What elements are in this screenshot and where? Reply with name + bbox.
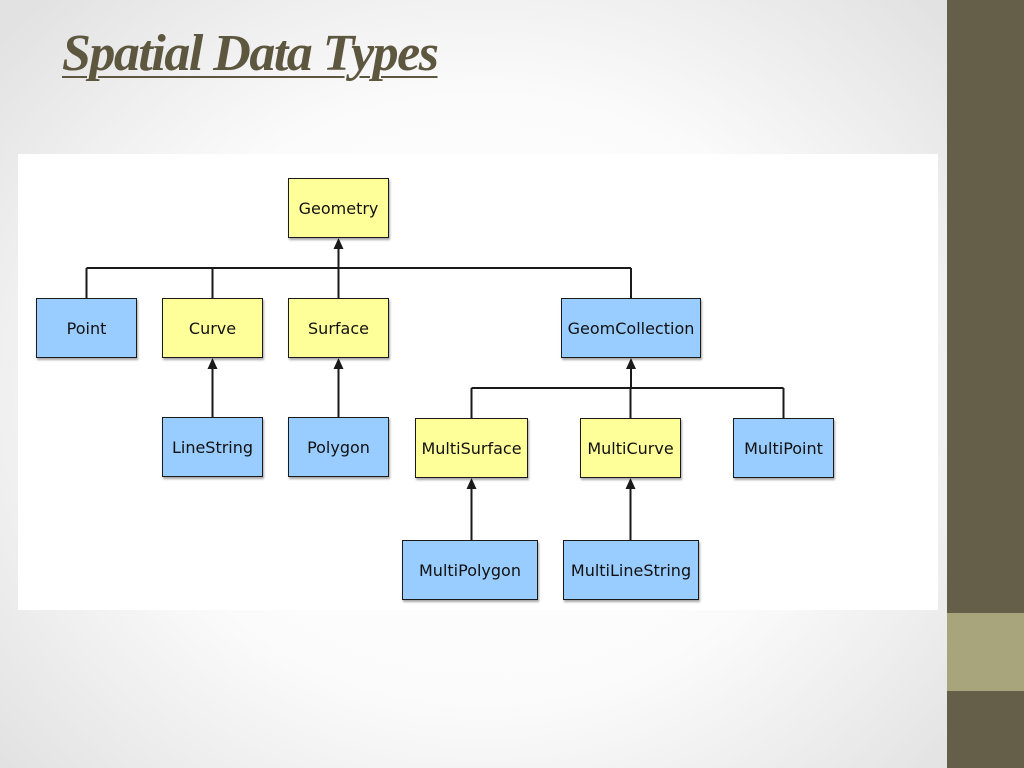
inheritance-arrowhead: [207, 358, 218, 369]
inheritance-arrowhead: [333, 238, 344, 249]
inheritance-arrowhead: [626, 358, 636, 369]
node-multi-point: MultiPoint: [733, 418, 834, 478]
node-multi-polygon: MultiPolygon: [402, 540, 538, 600]
sidebar-accent-block: [947, 613, 1024, 691]
node-multi-curve: MultiCurve: [580, 418, 681, 478]
inheritance-arrowhead: [625, 478, 636, 489]
node-curve: Curve: [162, 298, 263, 358]
node-multi-surface: MultiSurface: [415, 418, 528, 478]
node-surface: Surface: [288, 298, 389, 358]
inheritance-arrowhead: [466, 478, 477, 489]
node-geometry: Geometry: [288, 178, 389, 238]
node-point: Point: [36, 298, 137, 358]
node-line-string: LineString: [162, 417, 263, 477]
node-polygon: Polygon: [288, 417, 389, 477]
diagram-panel: [18, 154, 938, 610]
node-geom-collection: GeomCollection: [561, 298, 701, 358]
inheritance-arrowhead: [333, 358, 344, 369]
node-multi-line-string: MultiLineString: [563, 540, 699, 600]
slide-title: Spatial Data Types: [62, 25, 439, 82]
